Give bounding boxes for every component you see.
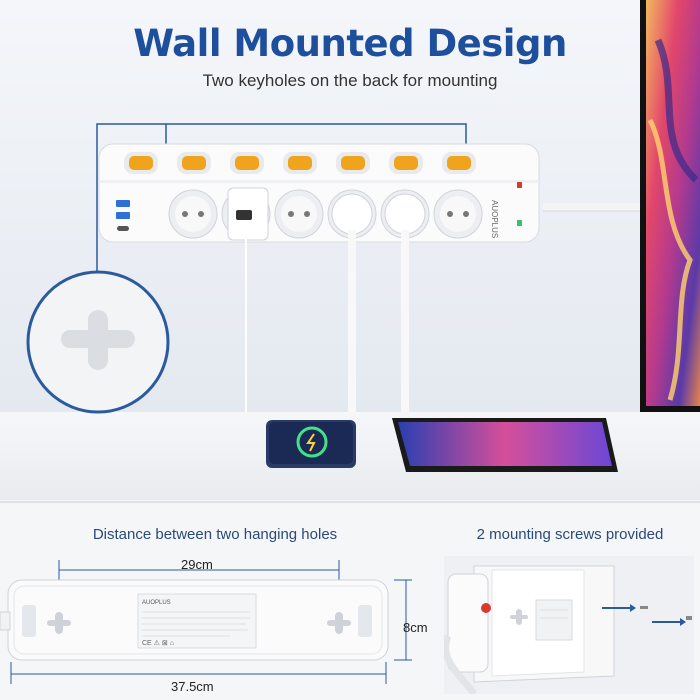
hole-distance-caption: Distance between two hanging holes: [92, 526, 338, 543]
cables: [245, 210, 640, 412]
hole-distance-label: 29cm: [181, 557, 213, 572]
power-strip: AUOPLUS: [98, 143, 540, 243]
width-label: 8cm: [403, 620, 428, 635]
length-label: 37.5cm: [171, 679, 214, 694]
switch-row: [124, 152, 476, 174]
rear-label-brand: AUOPLUS: [142, 600, 171, 606]
page-subtitle: Two keyholes on the back for mounting: [202, 71, 498, 90]
screws-caption: 2 mounting screws provided: [476, 526, 664, 543]
page-title: Wall Mounted Design: [133, 22, 567, 65]
phone-on-charger: [266, 420, 356, 468]
monitor: [640, 0, 700, 412]
mounting-screws-diagram: [444, 556, 694, 694]
tablet: [392, 418, 618, 472]
brand-logo-strip: AUOPLUS: [490, 200, 499, 238]
keyhole-closeup: [26, 270, 170, 414]
rear-view-diagram: AUOPLUS CE ⚠ ⊠ ⌂: [0, 560, 412, 684]
certification-marks: CE ⚠ ⊠ ⌂: [142, 639, 174, 647]
